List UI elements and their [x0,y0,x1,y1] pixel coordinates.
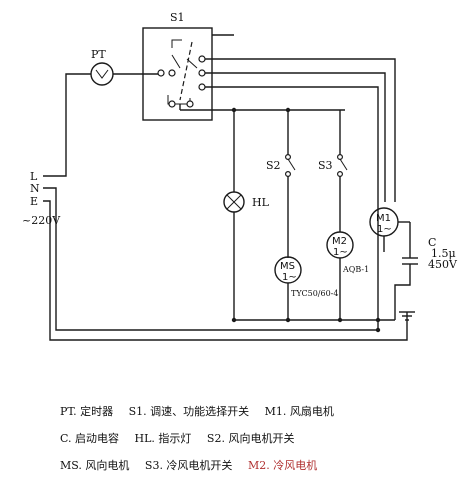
label-earth: E [30,195,38,208]
label-m2-phase: 1~ [333,247,348,258]
legend-item-s3: S3. 冷风电机开关 [144,459,233,472]
legend-item-m1: M1. 风扇电机 [264,405,334,418]
label-ms-model: TYC50/60-4 [291,289,338,298]
label-s2: S2 [266,159,281,172]
label-m1: M1 [376,213,391,224]
legend-item-hl: HL. 指示灯 [134,432,192,445]
label-lamp: HL [252,196,270,209]
s1-output-3 [205,86,379,330]
legend-row-3: MS. 风向电机 S3. 冷风电机开关 M2. 冷风电机 [60,452,460,479]
capacitor-c [402,257,418,265]
legend-item-ms: MS. 风向电机 [60,459,130,472]
label-ms-phase: 1~ [282,272,297,283]
legend-item-c: C. 启动电容 [60,432,120,445]
s1-output-2 [205,72,386,202]
s1-output-1 [205,58,396,202]
label-s3: S3 [318,159,333,172]
label-cap: C [428,236,436,249]
label-m1-phase: 1~ [377,224,392,235]
earth-wire [43,200,378,341]
label-m2: M2 [332,236,347,247]
legend-item-s1: S1. 调速、功能选择开关 [128,405,250,418]
timer-symbol [90,62,114,86]
ground-symbol [378,311,415,341]
legend-item-m2: M2. 冷风电机 [247,459,318,472]
component-legend: PT. 定时器 S1. 调速、功能选择开关 M1. 风扇电机 C. 启动电容 H… [60,398,460,479]
live-wire [43,73,91,177]
legend-item-s2: S2. 风向电机开关 [206,432,295,445]
indicator-lamp [223,191,245,213]
switch-s2 [285,154,296,178]
label-neutral: N [30,182,40,195]
switch-s3 [337,154,348,178]
neutral-wire [43,187,378,331]
label-s1: S1 [170,11,185,24]
s1-internal-contacts [157,39,206,108]
legend-row-1: PT. 定时器 S1. 调速、功能选择开关 M1. 风扇电机 [60,398,460,425]
label-ms: MS [280,261,295,272]
label-timer: PT [91,48,106,61]
legend-row-2: C. 启动电容 HL. 指示灯 S2. 风向电机开关 [60,425,460,452]
label-voltage: ~220V [22,214,61,227]
label-cap-value: 1.5μ [431,247,456,260]
legend-item-pt: PT. 定时器 [60,405,114,418]
label-cap-voltage: 450V [428,258,458,271]
junction-dots [231,107,381,333]
label-live: L [30,170,38,183]
label-m2-model: AQB-1 [342,265,369,274]
